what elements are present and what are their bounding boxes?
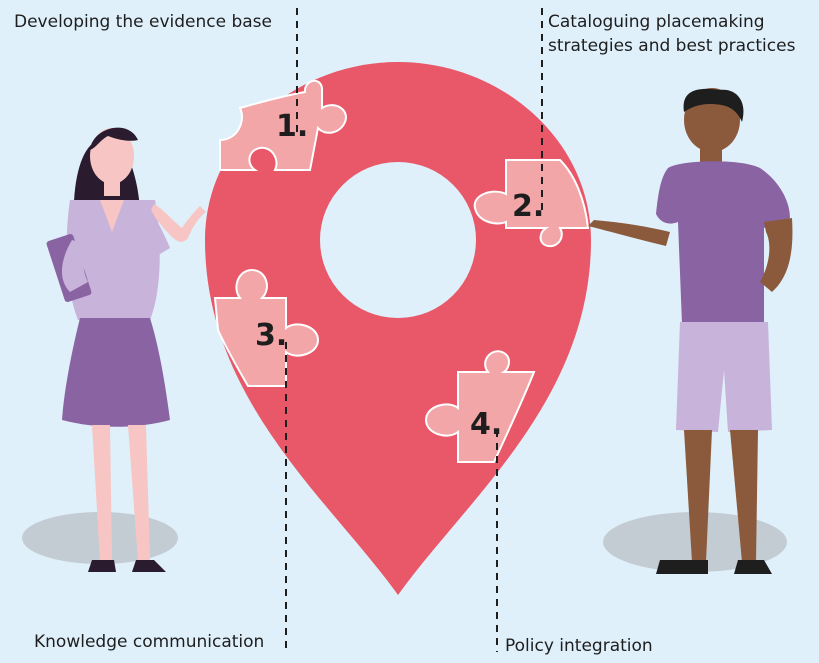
label-knowledge-communication: Knowledge communication — [34, 632, 265, 652]
puzzle-piece-3-number: 3. — [255, 318, 287, 353]
puzzle-piece-2-number: 2. — [512, 189, 544, 224]
label-cataloguing-line-1: Cataloguing placemaking — [548, 12, 765, 32]
puzzle-piece-1-number: 1. — [276, 109, 308, 144]
puzzle-piece-2: 2. — [473, 159, 590, 248]
leader-lines — [285, 8, 543, 652]
label-cataloguing-line-2: strategies and best practices — [548, 36, 796, 56]
woman-figure — [46, 127, 206, 572]
label-cataloguing-placemaking: Cataloguing placemaking strategies and b… — [548, 10, 795, 58]
puzzle-piece-1: 1. — [219, 79, 347, 171]
man-figure — [588, 88, 793, 574]
label-policy-integration: Policy integration — [505, 636, 653, 656]
pin-hole — [320, 162, 476, 318]
puzzle-piece-3: 3. — [213, 268, 320, 387]
label-developing-evidence-base: Developing the evidence base — [14, 12, 272, 32]
